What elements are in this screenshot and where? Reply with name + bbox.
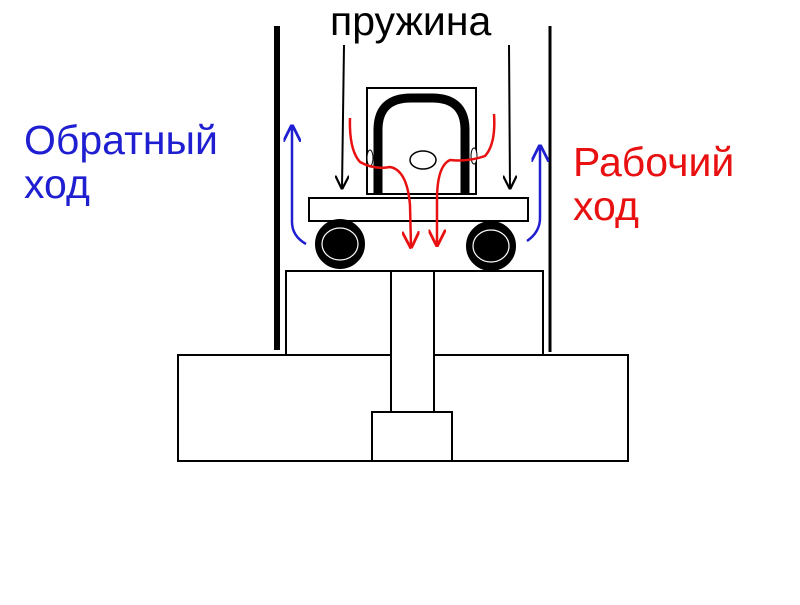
spring-coil [373, 93, 470, 193]
return-stroke-label-line1: Обратный [24, 117, 218, 163]
red-flow-arrow-right [437, 113, 496, 245]
left-roller [315, 219, 365, 269]
working-stroke-label: Рабочий ход [573, 140, 734, 228]
left-roller-highlight [321, 227, 359, 261]
right-roller-highlight [472, 229, 510, 263]
working-stroke-label-line2: ход [573, 183, 639, 229]
working-stroke-label-line1: Рабочий [573, 139, 735, 185]
right-roller [466, 221, 516, 271]
central-channel [390, 270, 435, 413]
right-pointer-arrow [509, 44, 510, 188]
bottom-port [371, 411, 453, 462]
blue-flow-arrow-left [292, 126, 307, 246]
red-flow-arrow-left [348, 117, 411, 247]
return-stroke-label-line2: ход [24, 161, 90, 207]
left-spring-clip [366, 149, 374, 167]
valve-plate [308, 197, 529, 222]
spring-eye [409, 150, 437, 170]
blue-flow-arrow-right [526, 146, 540, 243]
left-pointer-arrow [342, 44, 344, 188]
spring-label: пружина [330, 0, 492, 44]
right-spring-clip [470, 147, 478, 165]
return-stroke-label: Обратный ход [24, 118, 218, 206]
